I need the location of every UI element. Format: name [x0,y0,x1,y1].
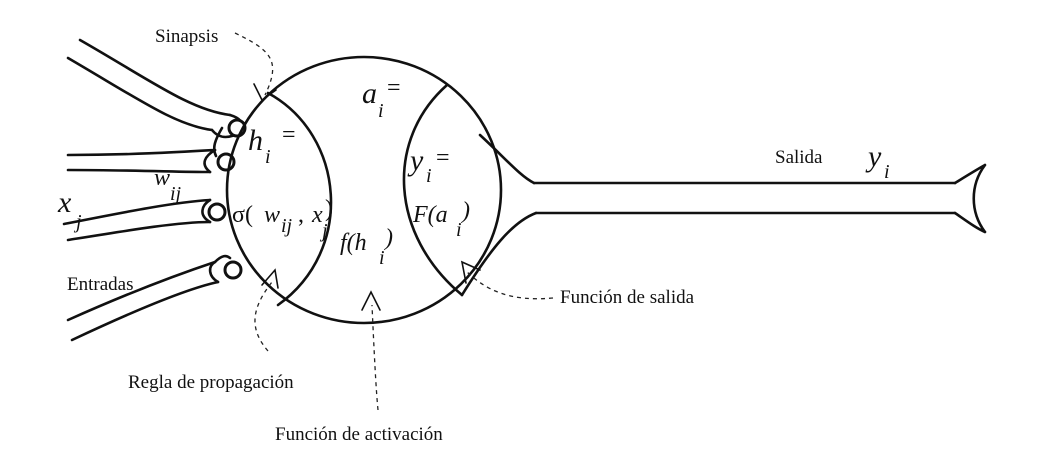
input-dendrites [62,38,244,342]
activation-equals: = [387,75,401,101]
synapses [207,118,247,280]
output-function-arrowhead [460,260,481,284]
inputs-label: Entradas [67,274,133,295]
axon-hillock-bottom [460,211,538,297]
dendrite-4-terminal [213,254,232,264]
activation-function-label: Función de activación [275,424,443,445]
net-input-subscript: i [265,146,271,168]
propagation-arrowhead [261,268,279,289]
activation-function-subscript: i [379,247,385,269]
activation-pointer [371,304,379,411]
input-variable: x [57,186,72,219]
math-expressions: x j w ij h i = σ( w ij , x j ) a i = f(h… [57,75,890,269]
synapse-circle-3 [207,202,227,222]
input-variable-subscript: j [73,211,82,233]
weight-variable-subscript: ij [170,183,182,205]
dendrite-2-terminal [203,148,217,174]
output-function-subscript: i [456,219,462,241]
synapse-circle-4 [223,260,243,280]
synapse-label: Sinapsis [155,26,218,47]
output-function-close: ) [460,198,470,224]
soma-circle [225,55,503,325]
activation-function-close: ) [383,225,393,251]
synapse-pointer [234,32,274,96]
axon [460,133,987,297]
dendrite-1 [78,38,232,117]
output-state-equals: = [436,145,450,171]
dendrite-2-lower [66,168,212,174]
axon-hillock-top [478,133,536,185]
propagation-rule-label: Regla de propagación [128,372,294,393]
output-label: Salida [775,147,823,168]
activation-function-expr: f(h [340,230,367,256]
net-input-variable: h [248,124,263,157]
output-state-subscript: i [426,165,432,187]
net-input-equals: = [282,122,296,148]
activation-subscript: i [378,100,384,122]
soma [225,55,503,325]
propagation-weight: w [264,202,280,228]
propagation-pointer [254,281,273,352]
output-function-pointer [464,269,554,300]
dendrite-3-lower [66,220,212,242]
activation-variable: a [362,77,377,110]
dendrite-1-lower [66,56,214,132]
output-state-variable: y [407,144,424,177]
annotation-arrows [234,32,554,411]
dendrite-4-lower [70,280,220,342]
propagation-input: x [311,202,323,228]
dendrite-2 [66,148,217,157]
propagation-sigma: σ( [232,202,253,228]
output-function-expr: F(a [412,202,448,228]
propagation-comma: , [298,202,304,228]
output-function-label: Función de salida [560,287,695,308]
dendrite-3-terminal [201,198,212,224]
output-variable-subscript: i [884,161,890,183]
soma-left-arc [266,91,333,307]
propagation-close: ) [325,196,333,222]
weight-variable: w [154,165,170,191]
dendrite-4 [66,260,217,322]
propagation-weight-subscript: ij [281,215,293,237]
axon-terminal [953,163,987,234]
dendrite-3 [62,198,212,226]
propagation-input-subscript: j [319,220,328,242]
output-variable: y [865,140,882,173]
synapse-arrowhead [253,83,277,102]
dendrite-4-terminal-b [208,260,220,284]
soma-right-arc [402,83,464,297]
dendrite-1-branch [212,126,224,158]
text-labels: Sinapsis Entradas Salida Regla de propag… [67,26,823,445]
activation-arrowhead [361,290,381,311]
